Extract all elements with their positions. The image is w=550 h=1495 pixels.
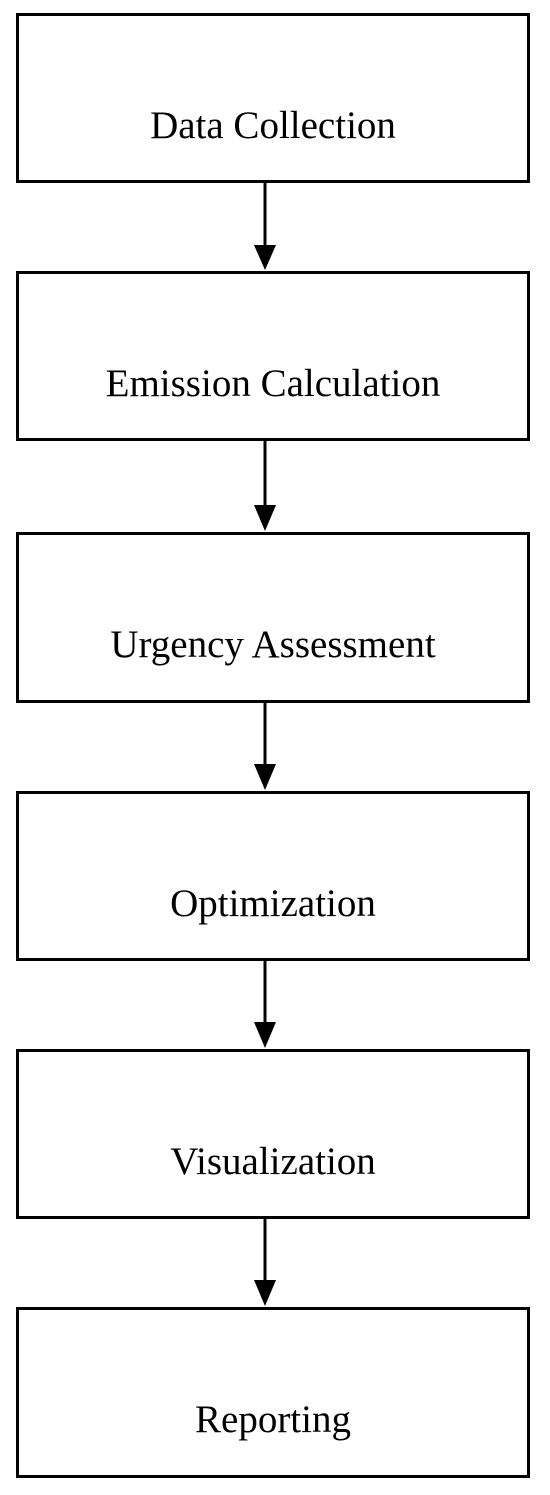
step-label: Visualization: [170, 1140, 376, 1183]
arrow-3-to-4: [254, 703, 276, 790]
step-label: Urgency Assessment: [110, 623, 436, 666]
step-label: Reporting: [195, 1398, 351, 1441]
step-reporting: Reporting: [16, 1307, 530, 1478]
arrow-2-to-3: [254, 441, 276, 531]
step-label: Emission Calculation: [105, 362, 441, 405]
step-optimization: Optimization: [16, 791, 530, 961]
step-emission-calculation: Emission Calculation: [16, 271, 530, 441]
step-data-collection: Data Collection: [16, 13, 530, 183]
arrow-5-to-6: [254, 1219, 276, 1306]
step-label: Optimization: [170, 882, 376, 925]
arrow-4-to-5: [254, 961, 276, 1048]
step-urgency-assessment: Urgency Assessment: [16, 532, 530, 703]
step-visualization: Visualization: [16, 1049, 530, 1219]
arrow-1-to-2: [254, 183, 276, 270]
step-label: Data Collection: [150, 104, 396, 147]
